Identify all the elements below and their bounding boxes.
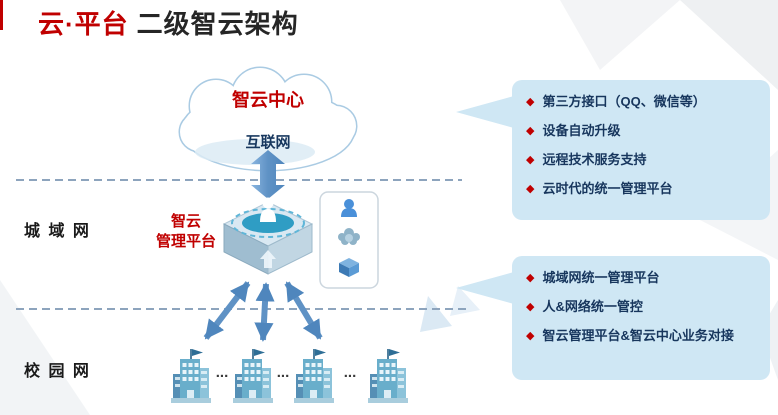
platform-label: 智云 管理平台 — [146, 212, 226, 251]
zone-label-campus: 校 园 网 — [24, 363, 91, 380]
diamond-bullet-icon: ◆ — [526, 125, 535, 137]
diamond-bullet-icon: ◆ — [526, 272, 535, 284]
callout-item: ◆ 设备自动升级 — [526, 123, 760, 139]
callout-item: ◆ 远程技术服务支持 — [526, 152, 760, 168]
more-buildings-ellipsis: ... — [343, 364, 357, 381]
diamond-bullet-icon: ◆ — [526, 154, 535, 166]
more-buildings-ellipsis: ... — [215, 364, 229, 381]
callout-metro-features: ◆ 城域网统一管理平台 ◆ 人&网络统一管控 ◆ 智云管理平台&智云中心业务对接 — [456, 256, 770, 380]
callout-cloud-features: ◆ 第三方接口（QQ、微信等） ◆ 设备自动升级 ◆ 远程技术服务支持 ◆ 云时… — [456, 80, 770, 220]
callout-item: ◆ 云时代的统一管理平台 — [526, 181, 760, 197]
feature-panel — [319, 191, 379, 289]
school-building-icon — [233, 349, 273, 403]
bg-triangle — [0, 280, 90, 415]
diamond-bullet-icon: ◆ — [526, 330, 535, 342]
school-building-icon — [368, 349, 408, 403]
page-title: 云·平台二级智云架构 — [38, 4, 299, 41]
left-accent-bar — [0, 0, 3, 30]
callout-item-text: 智云管理平台&智云中心业务对接 — [542, 328, 734, 343]
callout-tail — [456, 272, 514, 304]
callout-item-text: 第三方接口（QQ、微信等） — [542, 94, 706, 109]
callout-item-text: 人&网络统一管控 — [542, 299, 643, 314]
cloud-platform-double-arrow — [251, 150, 285, 199]
bg-triangle-blue — [420, 296, 452, 332]
up-arrow-icon — [260, 250, 276, 268]
cube-icon — [339, 258, 359, 277]
platform-campus-arrows — [203, 281, 323, 342]
platform-label-line1: 智云 — [170, 213, 201, 230]
cloud-center-label: 智云中心 — [232, 90, 304, 110]
zone-label-metro: 城 域 网 — [24, 223, 91, 240]
admin-person-icon — [260, 197, 276, 222]
bg-triangle — [680, 0, 778, 90]
school-building-icon — [171, 349, 211, 403]
user-icon — [341, 199, 357, 217]
platform-cube — [222, 197, 314, 275]
internet-label: 互联网 — [245, 134, 291, 151]
cloud-shape — [178, 66, 358, 172]
sync-orbit — [231, 208, 305, 238]
bg-triangle — [560, 0, 680, 70]
diamond-bullet-icon: ◆ — [526, 96, 535, 108]
school-building-icon — [294, 349, 334, 403]
callout-item: ◆ 城域网统一管理平台 — [526, 270, 760, 286]
callout-item: ◆ 智云管理平台&智云中心业务对接 — [526, 328, 760, 344]
callout-item: ◆ 人&网络统一管控 — [526, 299, 760, 315]
callout-item-text: 远程技术服务支持 — [542, 152, 647, 167]
title-highlight: 云·平台 — [38, 9, 129, 39]
cloud-cluster-icon — [338, 228, 360, 245]
diamond-bullet-icon: ◆ — [526, 183, 535, 195]
callout-item: ◆ 第三方接口（QQ、微信等） — [526, 94, 760, 110]
more-buildings-ellipsis: ... — [276, 364, 290, 381]
platform-label-line2: 管理平台 — [155, 232, 216, 250]
title-rest: 二级智云架构 — [136, 9, 299, 39]
callout-item-text: 设备自动升级 — [542, 123, 621, 138]
callout-item-text: 云时代的统一管理平台 — [542, 181, 673, 196]
callout-item-text: 城域网统一管理平台 — [542, 270, 660, 285]
callout-tail — [456, 96, 514, 128]
diamond-bullet-icon: ◆ — [526, 301, 535, 313]
